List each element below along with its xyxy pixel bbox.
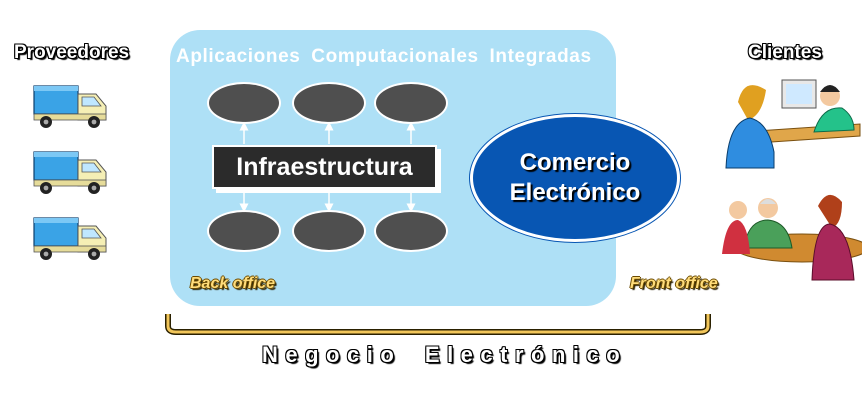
app-node bbox=[292, 210, 366, 252]
front-office-label: Front office bbox=[630, 275, 718, 292]
clients-group bbox=[722, 79, 862, 281]
negocio-electronico-label: Negocio Electrónico bbox=[262, 342, 628, 367]
app-node bbox=[207, 82, 281, 124]
applications-title: Aplicaciones Computacionales Integradas bbox=[176, 46, 592, 67]
truck-icon bbox=[33, 151, 107, 195]
truck-icon bbox=[33, 217, 107, 261]
clientes-label: Clientes bbox=[748, 42, 822, 63]
negocio-bracket bbox=[165, 314, 711, 335]
client-meeting-icon bbox=[725, 79, 861, 169]
trucks-group bbox=[33, 85, 107, 261]
client-meeting-icon bbox=[722, 194, 862, 281]
connectors bbox=[239, 121, 416, 213]
proveedores-label: Proveedores bbox=[14, 42, 130, 63]
app-node bbox=[374, 82, 448, 124]
truck-icon bbox=[33, 85, 107, 129]
comercio-electronico-ellipse: Comercio Electrónico bbox=[470, 114, 680, 242]
infraestructura-label: Infraestructura bbox=[236, 152, 413, 181]
infraestructura-box: Infraestructura bbox=[212, 145, 437, 189]
comercio-line2: Electrónico bbox=[509, 179, 641, 206]
app-node bbox=[292, 82, 366, 124]
back-office-label: Back office bbox=[190, 275, 276, 292]
app-node bbox=[207, 210, 281, 252]
comercio-line1: Comercio bbox=[519, 149, 631, 176]
app-node bbox=[374, 210, 448, 252]
